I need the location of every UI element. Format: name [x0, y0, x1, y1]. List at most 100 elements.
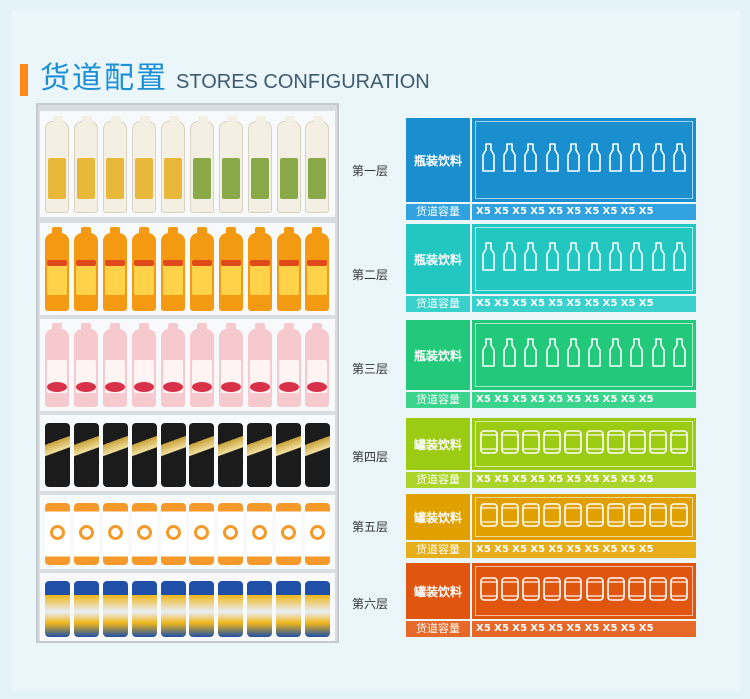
- lane-slots: [472, 418, 696, 470]
- bottle-icon: [481, 242, 496, 276]
- bottle-icon: [629, 143, 644, 177]
- drink-bottle: [103, 227, 128, 311]
- drink-type-label: 瓶装饮料: [406, 224, 470, 294]
- capacity-value: X5: [530, 544, 546, 555]
- drink-can: [304, 581, 330, 637]
- capacity-value: X5: [584, 298, 600, 309]
- can-icon: [500, 502, 520, 532]
- bottle-icon: [651, 242, 666, 276]
- drink-bottle: [305, 323, 330, 407]
- can-icon: [606, 576, 626, 606]
- can-icon: [627, 576, 647, 606]
- drink-can: [218, 423, 244, 487]
- lane-slots: [472, 494, 696, 540]
- bottle-icon: [502, 143, 517, 177]
- drink-can: [218, 581, 244, 637]
- capacity-value: X5: [494, 206, 510, 217]
- drink-can: [276, 503, 302, 565]
- capacity-value: X5: [494, 623, 510, 634]
- drink-bottle: [132, 227, 157, 311]
- drink-bottle: [161, 323, 185, 407]
- drink-can: [44, 503, 70, 565]
- bottle-icon: [672, 338, 687, 372]
- drink-can: [276, 423, 302, 487]
- drink-can: [73, 581, 99, 637]
- can-icon: [606, 502, 626, 532]
- drink-bottle: [305, 116, 330, 213]
- bottle-icon: [481, 143, 496, 177]
- drink-bottle: [161, 227, 185, 311]
- drink-bottle: [218, 116, 243, 213]
- bottle-icon: [502, 242, 517, 276]
- drink-bottle: [247, 116, 272, 213]
- capacity-value: X5: [512, 544, 528, 555]
- bottle-icon: [608, 338, 623, 372]
- can-icon: [521, 429, 541, 459]
- bottle-icon: [566, 338, 581, 372]
- capacity-value: X5: [494, 298, 510, 309]
- capacity-value: X5: [530, 206, 546, 217]
- drink-can: [73, 503, 99, 565]
- drink-can: [160, 503, 186, 565]
- lane-slots: [472, 563, 696, 619]
- capacity-value: X5: [476, 623, 492, 634]
- drink-can: [218, 503, 244, 565]
- drink-can: [102, 503, 128, 565]
- bottle-icon: [481, 338, 496, 372]
- page-subtitle: STORES CONFIGURATION: [176, 71, 430, 93]
- can-icon: [500, 429, 520, 459]
- bottle-icon: [523, 242, 538, 276]
- capacity-value: X5: [494, 474, 510, 485]
- section-header: 货道配置 STORES CONFIGURATION: [20, 60, 430, 96]
- capacity-value: X5: [602, 394, 618, 405]
- bottle-icon: [587, 242, 602, 276]
- can-icon: [521, 502, 541, 532]
- drink-type-label: 罐装饮料: [406, 563, 470, 619]
- drink-bottle: [45, 323, 70, 407]
- drink-can: [304, 423, 330, 487]
- lane-slots: [472, 118, 696, 202]
- can-icon: [585, 429, 605, 459]
- drink-bottle: [189, 116, 214, 213]
- capacity-value: X5: [476, 206, 492, 217]
- can-icon: [585, 576, 605, 606]
- can-icon: [542, 576, 562, 606]
- drink-bottle: [132, 323, 157, 407]
- drink-bottle: [74, 227, 99, 311]
- capacity-value: X5: [602, 474, 618, 485]
- drink-can: [276, 581, 302, 637]
- bottle-icon: [608, 143, 623, 177]
- row-label: 第四层: [352, 450, 389, 464]
- bottle-icon: [566, 242, 581, 276]
- capacity-value: X5: [638, 206, 654, 217]
- drink-can: [102, 581, 128, 637]
- drink-can: [44, 581, 70, 637]
- shelf-row: [40, 495, 335, 569]
- capacity-label: 货道容量: [406, 472, 470, 488]
- can-icon: [542, 429, 562, 459]
- row-label: 第五层: [352, 520, 389, 534]
- can-icon: [585, 502, 605, 532]
- drink-can: [189, 423, 215, 487]
- vending-shelf-image: [36, 103, 339, 643]
- can-icon: [521, 576, 541, 606]
- capacity-value: X5: [584, 544, 600, 555]
- drink-can: [247, 423, 273, 487]
- can-icon: [648, 576, 668, 606]
- capacity-value: X5: [566, 298, 582, 309]
- can-icon: [648, 502, 668, 532]
- drink-can: [247, 503, 273, 565]
- can-icon: [563, 502, 583, 532]
- page-title: 货道配置: [40, 61, 168, 96]
- bottle-icon: [545, 143, 560, 177]
- bottle-icon: [672, 242, 687, 276]
- bottle-icon: [502, 338, 517, 372]
- capacity-value: X5: [530, 623, 546, 634]
